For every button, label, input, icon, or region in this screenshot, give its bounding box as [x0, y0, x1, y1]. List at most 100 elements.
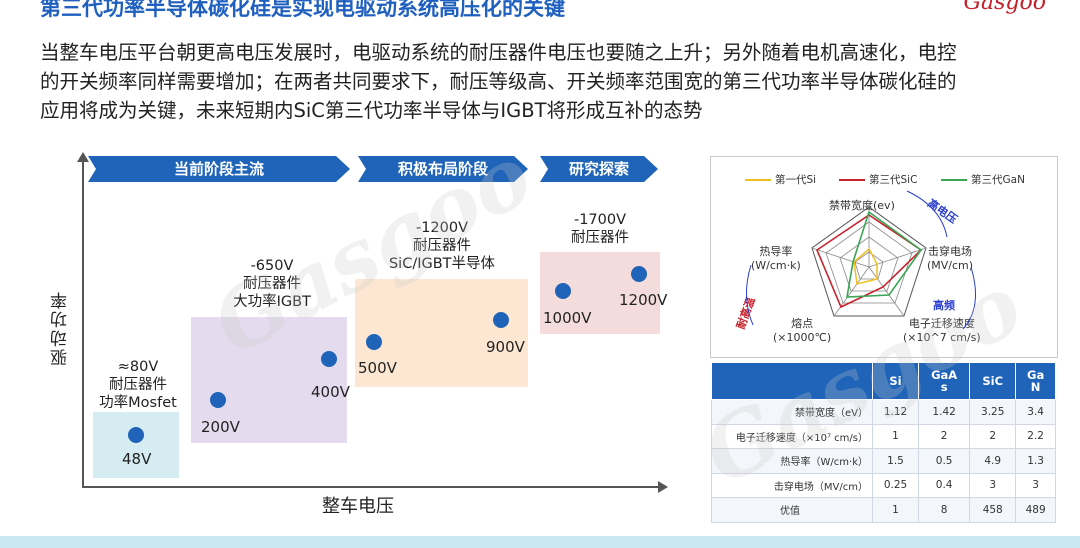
radar-axis-label: 击穿电场 (MV/cm)	[927, 245, 973, 273]
banner-research: 研究探索	[540, 156, 658, 182]
x-axis-label: 整车电压	[322, 496, 394, 517]
legend-label: 第三代GaN	[971, 174, 1025, 186]
zone-line: -1700V	[573, 212, 627, 228]
point-label: 48V	[122, 450, 152, 468]
intro-line: 当整车电压平台朝更高电压发展时，电驱动系统的耐压器件电压也要随之上升；另外随着电…	[40, 41, 957, 64]
zone-line: 大功率IGBT	[233, 294, 311, 310]
point-label: 400V	[311, 383, 350, 401]
material-properties-table: Si GaA s SiC Ga N 禁带宽度（eV） 1.12 1.42 3.2…	[711, 362, 1056, 523]
table-cell: 1.5	[871, 448, 920, 474]
table-row: 电子迁移速度（×10⁷ cm/s） 1 2 2 2.2	[711, 423, 1056, 449]
banner-active-layout: 积极布局阶段	[358, 156, 528, 182]
zone-1700v-label: -1700V 耐压器件	[545, 211, 655, 247]
table-header-cell: Si	[871, 362, 920, 400]
row-header: 电子迁移速度（×10⁷ cm/s）	[711, 423, 873, 449]
zone-1200v-label: -1200V 耐压器件 SiC/IGBT半导体	[372, 219, 512, 273]
table-cell: 2.2	[1015, 423, 1056, 449]
data-point	[555, 283, 571, 299]
legend-label: 第三代SiC	[869, 174, 918, 186]
table-row: 击穿电场（MV/cm） 0.25 0.4 3 3	[711, 472, 1056, 498]
radar-axis-line: 热导率	[759, 245, 793, 258]
table-header-cell: GaA s	[918, 362, 971, 400]
tag-high-frequency: 高频	[933, 299, 955, 312]
page-title: 第三代功率半导体碳化硅是实现电驱动系统高压化的关键	[40, 0, 565, 20]
table-cell: 1.3	[1015, 448, 1056, 474]
table-header-row: Si GaA s SiC Ga N	[711, 362, 1056, 400]
row-header: 热导率（W/cm·k）	[711, 448, 873, 474]
radar-axis-line: (W/cm·k)	[751, 259, 801, 272]
radar-axis-line: 熔点	[791, 317, 814, 330]
zone-line: -1200V	[415, 220, 469, 236]
data-point	[493, 312, 509, 328]
table-cell: 458	[969, 497, 1017, 523]
table-cell: 2	[969, 423, 1017, 449]
radar-panel: 第一代Si 第三代SiC 第三代GaN 禁带宽度(ev) 击穿电场 (MV/cm…	[710, 156, 1058, 358]
banner-current-mainstream: 当前阶段主流	[88, 156, 350, 182]
zone-line: ≈80V	[117, 359, 159, 375]
data-point	[210, 392, 226, 408]
table-row: 禁带宽度（eV） 1.12 1.42 3.25 3.4	[711, 399, 1056, 425]
radar-axis-label: 热导率 (W/cm·k)	[751, 245, 801, 273]
data-point	[321, 351, 337, 367]
radar-axis-label: 电子迁移速度 (×10^7 cm/s)	[903, 317, 981, 345]
zone-line: 功率Mosfet	[99, 395, 177, 411]
radar-spoke	[811, 247, 870, 268]
row-header: 击穿电场（MV/cm）	[711, 472, 873, 498]
zone-line: SiC/IGBT半导体	[388, 256, 496, 272]
zone-line: 耐压器件	[243, 276, 301, 292]
radar-axis-line: 电子迁移速度	[908, 317, 975, 330]
table-cell: 3.25	[969, 399, 1017, 425]
table-cell: 1.42	[918, 399, 971, 425]
table-row: 优值 1 8 458 489	[711, 497, 1056, 523]
radar-axis-line: (×10^7 cm/s)	[903, 331, 981, 344]
radar-series-si	[853, 247, 878, 285]
legend-line-icon	[745, 178, 771, 181]
zone-650v	[191, 317, 347, 443]
table-cell: 2	[918, 423, 971, 449]
table-cell: 0.5	[918, 448, 971, 474]
table-cell: 489	[1015, 497, 1056, 523]
y-axis-label: 驱动功率	[51, 290, 71, 366]
point-label: 500V	[358, 359, 397, 377]
zone-line: 耐压器件	[413, 238, 471, 254]
radar-grid	[839, 236, 899, 292]
legend-item: 第一代Si	[745, 172, 816, 187]
row-header: 禁带宽度（eV）	[711, 399, 873, 425]
legend-line-icon	[941, 178, 967, 181]
legend-item: 第三代GaN	[941, 172, 1025, 187]
radar-axis-line: (×1000℃)	[773, 331, 832, 344]
table-cell: 1.12	[871, 399, 920, 425]
point-label: 1000V	[543, 309, 592, 327]
zone-650v-label: -650V 耐压器件 大功率IGBT	[212, 257, 332, 311]
footer-bar	[0, 536, 1080, 548]
zone-line: 耐压器件	[109, 377, 167, 393]
table-cell: 3	[969, 472, 1017, 498]
table-cell: 8	[918, 497, 971, 523]
radar-grid	[854, 251, 884, 280]
intro-line: 的开关频率同样需要增加；在两者共同要求下，耐压等级高、开关频率范围宽的第三代功率…	[40, 70, 957, 93]
radar-axis-line: 击穿电场	[928, 245, 973, 258]
zone-line: -650V	[250, 258, 294, 274]
intro-paragraph: 当整车电压平台朝更高电压发展时，电驱动系统的耐压器件电压也要随之上升；另外随着电…	[40, 38, 1050, 125]
table-cell: 3	[1015, 472, 1056, 498]
table-cell: 1	[871, 497, 920, 523]
point-label: 200V	[201, 418, 240, 436]
table-row: 热导率（W/cm·k） 1.5 0.5 4.9 1.3	[711, 448, 1056, 474]
radar-axis-line: (MV/cm)	[927, 259, 974, 272]
brand-logo: Gasgoo	[963, 0, 1046, 15]
table-header-cell: Ga N	[1015, 362, 1056, 400]
zone-80v	[93, 412, 179, 478]
x-axis	[82, 486, 660, 488]
radar-grid	[825, 221, 913, 304]
zone-80v-label: ≈80V 耐压器件 功率Mosfet	[88, 358, 188, 412]
radar-series-gan	[846, 210, 923, 298]
table-cell: 4.9	[969, 448, 1017, 474]
table-cell: 0.4	[918, 472, 971, 498]
radar-axis-label: 熔点 (×1000℃)	[773, 317, 831, 345]
table-header-cell	[711, 362, 873, 400]
zone-line: 耐压器件	[571, 230, 629, 246]
table-cell: 3.4	[1015, 399, 1056, 425]
point-label: 1200V	[619, 291, 668, 309]
radar-spoke	[833, 266, 870, 317]
table-header-cell: SiC	[969, 362, 1017, 400]
